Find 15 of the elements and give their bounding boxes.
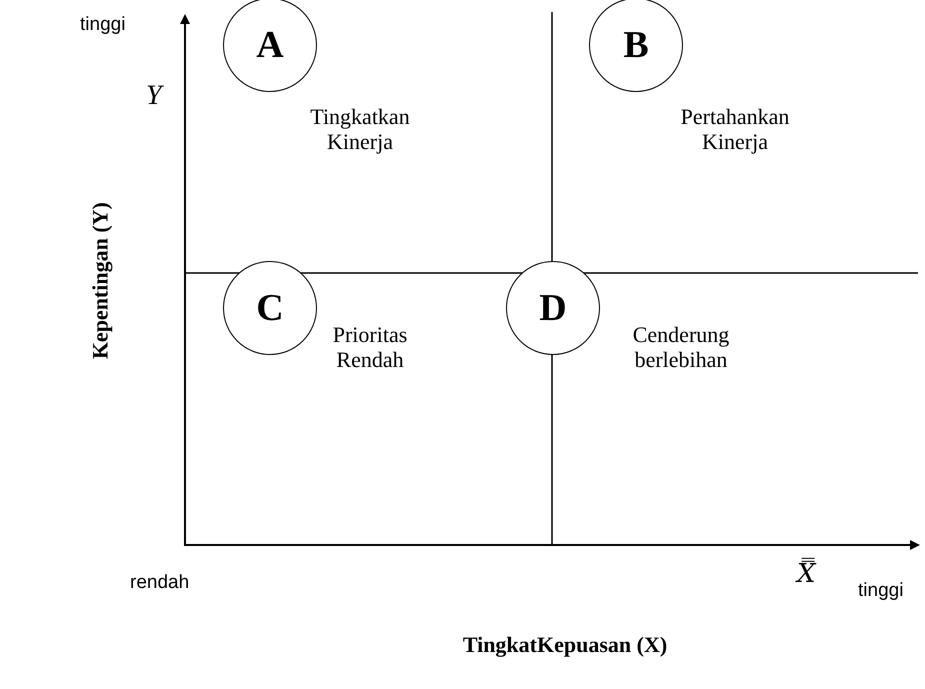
axis-mean-symbol: Y — [146, 80, 162, 112]
quadrant-label: Tingkatkan Kinerja — [309, 104, 411, 155]
axis-title: Kepentingan (Y) — [87, 201, 113, 362]
quadrant-letter-circle: B — [589, 0, 683, 92]
quadrant-letter-circle: D — [506, 261, 600, 355]
quadrant-letter-circle: A — [223, 0, 317, 92]
quadrant-letter-circle: C — [223, 261, 317, 355]
axis-end-label: tinggi — [858, 580, 904, 602]
quadrant-label: Pertahankan Kinerja — [680, 104, 790, 155]
quadrant-label: Prioritas Rendah — [332, 322, 408, 373]
axis-mean-symbol: X̿ — [797, 560, 816, 590]
axis-end-label: tinggi — [80, 14, 126, 36]
quadrant-label: Cenderung berlebihan — [632, 322, 730, 373]
axis-end-label: rendah — [130, 572, 190, 594]
axis-title: TingkatKepuasan (X) — [462, 632, 668, 658]
